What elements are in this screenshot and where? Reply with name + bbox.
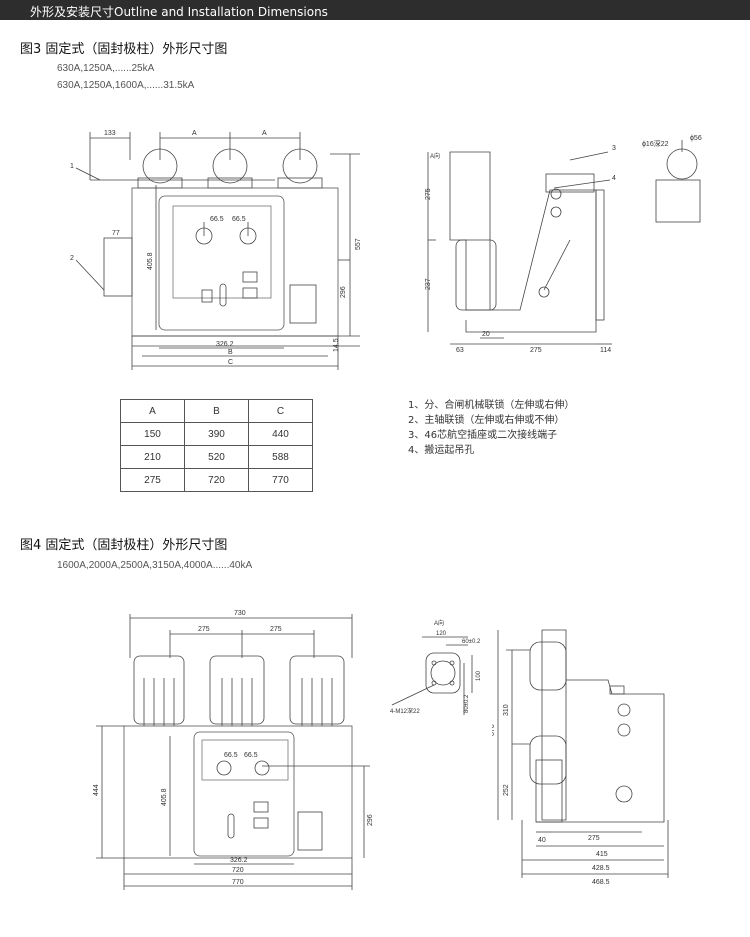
dim-252: 252 bbox=[503, 784, 510, 796]
legend-item: 1、分、合闸机械联锁（左伸或右伸） bbox=[408, 400, 575, 411]
callout-3: 3 bbox=[612, 145, 616, 152]
dim-60: 60±0.2 bbox=[462, 639, 481, 645]
detail-a-view: A向 bbox=[434, 619, 444, 627]
dim-444: 444 bbox=[93, 784, 100, 796]
dim-676: 676 bbox=[492, 724, 496, 736]
dim-m12: 4-M12深22 bbox=[390, 707, 420, 715]
dim-428-5: 428.5 bbox=[592, 865, 610, 872]
dim-66-5-a: 66.5 bbox=[210, 216, 224, 223]
dim-275-b: 275 bbox=[270, 626, 282, 633]
dim-c: C bbox=[228, 359, 233, 366]
table-cell: 150 bbox=[120, 422, 185, 446]
table-cell: 770 bbox=[248, 468, 313, 492]
dim-275: 275 bbox=[588, 835, 600, 842]
table-cell: 588 bbox=[248, 445, 313, 469]
legend-item: 3、46芯航空插座或二次接线端子 bbox=[408, 430, 558, 441]
table-cell: 210 bbox=[120, 445, 185, 469]
table-cell: 275 bbox=[120, 468, 185, 492]
table-row: 275 720 770 bbox=[120, 468, 313, 492]
fig3-rating-1: 630A,1250A,......25kA bbox=[57, 63, 155, 74]
fig4-title: 图4 固定式（固封极柱）外形尺寸图 bbox=[20, 538, 228, 553]
dim-326-2: 326.2 bbox=[216, 341, 234, 348]
fig3-front-view: 133 A A 77 66.5 66.5 405.8 557 296 14.5 … bbox=[70, 130, 362, 370]
dim-730: 730 bbox=[234, 610, 246, 617]
dim-a-2: A bbox=[262, 130, 267, 137]
fig3-rating-2: 630A,1250A,1600A,......31.5kA bbox=[57, 80, 195, 91]
dim-237: 237 bbox=[425, 278, 432, 290]
dim-405-8: 405.8 bbox=[147, 252, 154, 270]
dim-80: 80±0.2 bbox=[464, 694, 470, 713]
table-header-a: A bbox=[120, 399, 185, 423]
fig4-side-view: 310 676 252 40 275 415 428.5 468.5 bbox=[492, 629, 669, 886]
callout-2: 2 bbox=[70, 255, 74, 262]
dim-468-5: 468.5 bbox=[592, 879, 610, 886]
dim-14-5: 14.5 bbox=[333, 338, 340, 352]
dim-20: 20 bbox=[482, 331, 490, 338]
dim-326-2: 326.2 bbox=[230, 857, 248, 864]
dim-114: 114 bbox=[600, 347, 611, 354]
fig4-rating-1: 1600A,2000A,2500A,3150A,4000A......40kA bbox=[57, 560, 253, 571]
table-cell: 520 bbox=[184, 445, 249, 469]
dim-310: 310 bbox=[503, 704, 510, 716]
table-header-row: A B C bbox=[120, 399, 313, 423]
fig3-dimension-table: A B C 150 390 440 210 520 588 275 720 77… bbox=[120, 399, 313, 492]
fig3-title: 图3 固定式（固封极柱）外形尺寸图 bbox=[20, 42, 228, 57]
dim-b: B bbox=[228, 349, 233, 356]
fig3-side-view: A向 3 4 275 237 63 20 275 114 ϕ16深22 ϕ56 bbox=[425, 135, 702, 354]
dim-275-v: 275 bbox=[425, 188, 432, 200]
dim-133: 133 bbox=[104, 130, 116, 137]
dim-66-5-b: 66.5 bbox=[244, 752, 258, 759]
dim-77: 77 bbox=[112, 230, 120, 237]
fig3-legend: 1、分、合闸机械联锁（左伸或右伸） 2、主轴联锁（左伸或右伸或不伸） 3、46芯… bbox=[408, 398, 574, 458]
dim-770: 770 bbox=[232, 879, 244, 886]
dim-66-5-a: 66.5 bbox=[224, 752, 238, 759]
dim-405-8: 405.8 bbox=[161, 788, 168, 806]
dim-66-5-b: 66.5 bbox=[232, 216, 246, 223]
dim-415: 415 bbox=[596, 851, 608, 858]
dim-557: 557 bbox=[355, 238, 362, 250]
dim-40: 40 bbox=[538, 837, 546, 844]
dim-63: 63 bbox=[456, 347, 464, 354]
dim-120: 120 bbox=[436, 631, 447, 637]
table-row: 150 390 440 bbox=[120, 422, 313, 446]
table-cell: 390 bbox=[184, 422, 249, 446]
fig4-front-view: 730 275 275 444 405.8 66.5 66.5 296 326.… bbox=[93, 610, 374, 890]
fig4-a-view-detail: A向 120 60±0.2 100 80±0.2 4-M12深22 bbox=[390, 619, 482, 715]
side-a-view: A向 bbox=[430, 152, 440, 160]
table-cell: 440 bbox=[248, 422, 313, 446]
dim-275-a: 275 bbox=[198, 626, 210, 633]
legend-item: 4、搬运起吊孔 bbox=[408, 445, 475, 456]
table-header-c: C bbox=[248, 399, 313, 423]
dim-100: 100 bbox=[476, 670, 482, 681]
dim-phi16: ϕ16深22 bbox=[642, 139, 669, 148]
table-header-b: B bbox=[184, 399, 249, 423]
dim-275-h: 275 bbox=[530, 347, 542, 354]
dim-720: 720 bbox=[232, 867, 244, 874]
table-row: 210 520 588 bbox=[120, 445, 313, 469]
header-bar bbox=[0, 0, 750, 20]
callout-1: 1 bbox=[70, 163, 74, 170]
dim-296: 296 bbox=[340, 286, 347, 298]
dim-a-1: A bbox=[192, 130, 197, 137]
legend-item: 2、主轴联锁（左伸或右伸或不伸） bbox=[408, 415, 565, 426]
table-cell: 720 bbox=[184, 468, 249, 492]
dim-296: 296 bbox=[367, 814, 374, 826]
dim-phi56: ϕ56 bbox=[690, 135, 702, 142]
header-title: 外形及安装尺寸Outline and Installation Dimensio… bbox=[30, 5, 328, 19]
callout-4: 4 bbox=[612, 175, 616, 182]
